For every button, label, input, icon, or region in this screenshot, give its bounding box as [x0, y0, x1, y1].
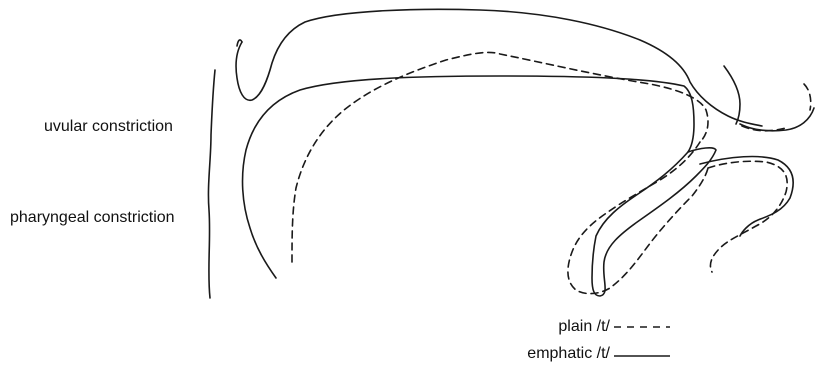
plain-nasal-outline [804, 84, 811, 110]
emphatic-teeth-outline [740, 108, 814, 131]
plain-lip-outline [568, 142, 708, 294]
legend-plain-label: plain /t/ [558, 318, 610, 336]
emphatic-lip-outline [592, 148, 716, 296]
palate-outline [236, 9, 762, 126]
pharyngeal-wall-outline [208, 70, 215, 298]
emphatic-tongue-outline [243, 76, 694, 278]
uvular-constriction-label: uvular constriction [44, 118, 173, 136]
pharyngeal-constriction-label: pharyngeal constriction [10, 209, 175, 227]
legend-emphatic-label: emphatic /t/ [527, 345, 610, 363]
emphatic-jaw-outline [700, 157, 793, 236]
plain-jaw-outline [708, 161, 787, 272]
plain-tongue-outline [292, 52, 708, 262]
